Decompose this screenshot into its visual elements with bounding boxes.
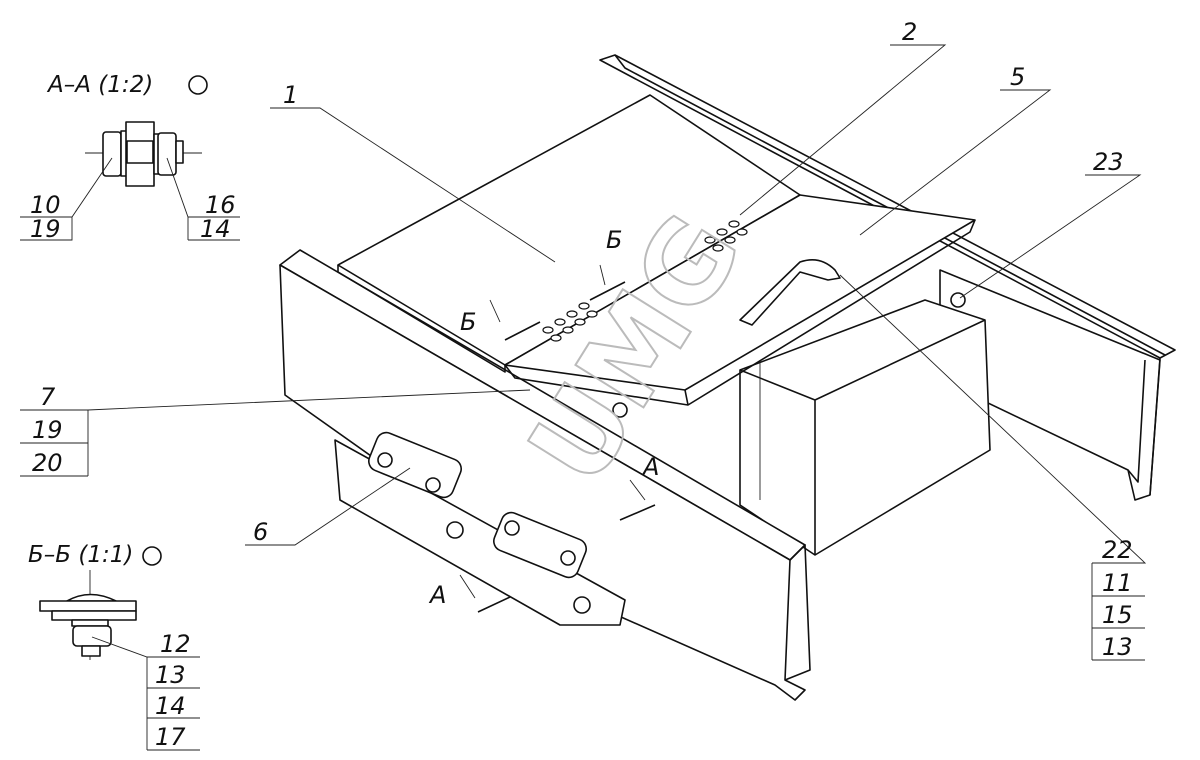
surface-finish-symbol <box>188 75 208 95</box>
battery-box <box>739 299 991 556</box>
section-bb-view: Б–Б (1:1) 12 13 14 17 <box>28 542 200 751</box>
section-bb-callout-13: 13 <box>155 661 186 689</box>
part-label-2: 2 <box>902 18 917 46</box>
section-bb-callout-17: 17 <box>155 723 186 751</box>
stack-right-0: 22 <box>1102 536 1133 564</box>
section-aa-view: А–А (1:2) 10 19 16 14 <box>20 72 240 243</box>
part-label-1: 1 <box>283 81 298 109</box>
stack-right-2: 15 <box>1102 601 1133 629</box>
section-a-lower-mark: А <box>428 581 446 609</box>
section-aa-callout-16: 16 <box>205 191 236 219</box>
section-marks: Б Б А А <box>428 226 659 613</box>
stack-right-3: 13 <box>1102 633 1133 661</box>
stack-right-1: 11 <box>1102 569 1133 597</box>
hinges <box>542 220 748 342</box>
section-aa-callout-19: 19 <box>30 215 61 243</box>
part-label-5: 5 <box>1010 63 1025 91</box>
section-b-upper-mark: Б <box>606 226 622 254</box>
lid-hinged-part <box>504 194 976 418</box>
section-aa-callout-14: 14 <box>200 215 231 243</box>
stack-left-0: 7 <box>40 383 56 411</box>
handle <box>739 259 841 326</box>
bracket-plates <box>368 431 591 614</box>
rear-channel-beam <box>599 54 1176 501</box>
surface-finish-symbol <box>142 546 162 566</box>
section-aa-callout-10: 10 <box>30 191 61 219</box>
section-bb-callout-12: 12 <box>160 630 191 658</box>
section-a-upper-mark: А <box>641 453 659 481</box>
section-b-lower-mark: Б <box>460 308 476 336</box>
stack-left-1: 19 <box>32 416 63 444</box>
leader-lines <box>20 44 1147 661</box>
part-label-23: 23 <box>1093 148 1124 176</box>
section-bb-callout-14: 14 <box>155 692 186 720</box>
front-channel-beam <box>279 249 811 701</box>
stack-left-2: 20 <box>32 449 63 477</box>
part-label-6: 6 <box>253 518 268 546</box>
section-aa-title: А–А (1:2) <box>46 72 153 98</box>
section-bb-title: Б–Б (1:1) <box>28 542 133 568</box>
